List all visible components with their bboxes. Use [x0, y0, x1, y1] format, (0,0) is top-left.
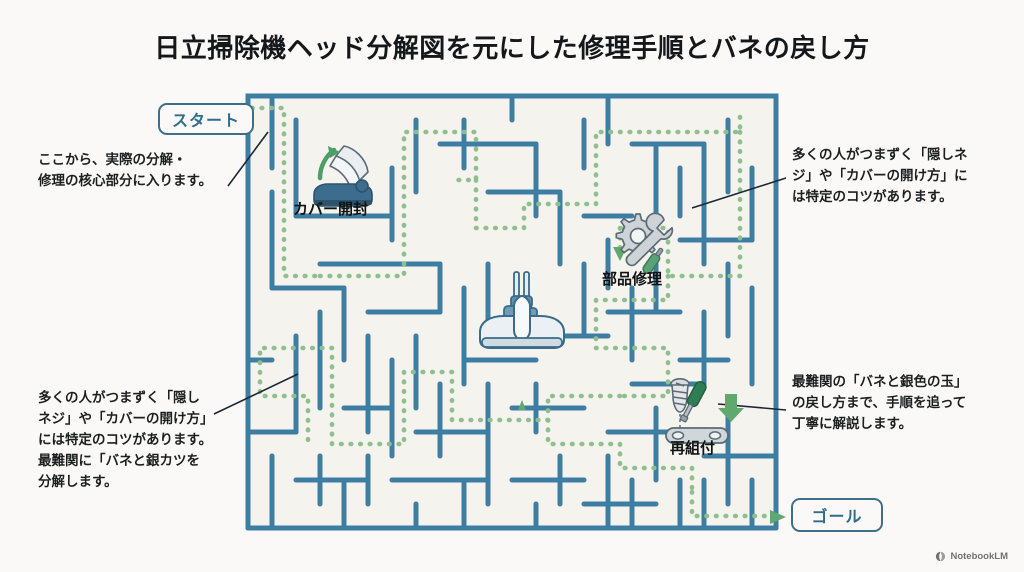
- node-label-reassemble: 再組付: [670, 440, 716, 457]
- goal-badge[interactable]: ゴール: [791, 498, 883, 532]
- page-title: 日立掃除機ヘッド分解図を元にした修理手順とバネの戻し方: [154, 33, 870, 63]
- screwdriver: [679, 381, 707, 423]
- annotation-bottom-left: 多くの人がつまずく「隠し ネジ」や「カバーの開け方」 には特定のコツがあります。…: [38, 390, 214, 489]
- watermark-label: NotebookLM: [950, 551, 1008, 562]
- maze-walls: [245, 93, 779, 531]
- arrow-up-center: [518, 400, 526, 410]
- leader-bottom-left: [213, 373, 299, 415]
- vacuum-cover-open-icon: [313, 145, 373, 207]
- screw: [670, 378, 690, 413]
- screw-screwdriver-icon: [665, 378, 744, 444]
- start-badge[interactable]: スタート: [158, 103, 254, 135]
- watermark: NotebookLM: [935, 551, 1008, 562]
- node-label-repair: 部品修理: [602, 271, 663, 288]
- notebooklm-icon: [936, 551, 946, 562]
- annotation-start: ここから、実際の分解・ 修理の核心部分に入ります。: [38, 152, 213, 188]
- leader-top-right: [691, 177, 787, 209]
- goal-badge-label: ゴール: [811, 509, 863, 526]
- gear-wrench-icon: [615, 212, 674, 275]
- node-label-cover: カバー開封: [293, 201, 369, 218]
- annotation-top-right: 多くの人がつまずく「隠しネ ジ」や「カバーの開け方」に は特定のコツがあります。: [792, 147, 968, 204]
- annotation-bottom-right: 最難関の「バネと銀色の玉」 の戻し方まで、手順を追って 丁寧に解説します。: [792, 374, 968, 431]
- arrow-right-goal: [770, 510, 786, 524]
- vacuum-head-icon: [479, 271, 565, 349]
- start-badge-label: スタート: [171, 113, 240, 130]
- leader-start: [227, 131, 269, 187]
